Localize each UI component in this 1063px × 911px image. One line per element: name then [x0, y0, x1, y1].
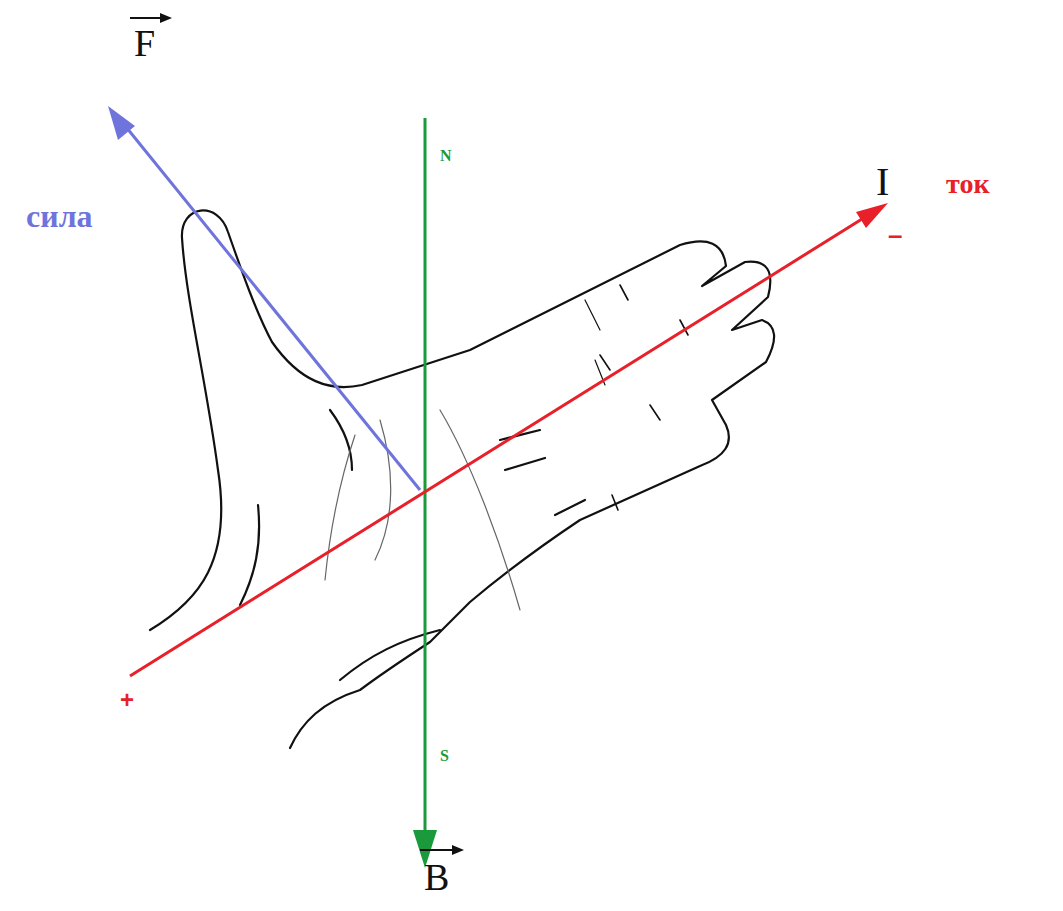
magnetic-field-line — [424, 118, 427, 840]
pole-label: S — [440, 748, 449, 764]
vector-label: F — [134, 24, 155, 62]
hand-drawing — [150, 210, 774, 748]
current-symbol: I — [876, 162, 889, 202]
current-line — [130, 214, 870, 676]
force-arrowhead — [108, 106, 135, 140]
current-label: ток — [946, 170, 990, 198]
vector-arrowhead — [160, 13, 172, 23]
pole-label: N — [440, 148, 452, 164]
force-line — [122, 122, 420, 490]
force-label: сила — [26, 200, 93, 232]
current-arrowhead — [856, 203, 888, 228]
polarity-sign: + — [120, 688, 134, 712]
polarity-sign: – — [888, 222, 902, 248]
vector-label: B — [424, 858, 449, 896]
vector-arrowhead — [452, 845, 464, 855]
